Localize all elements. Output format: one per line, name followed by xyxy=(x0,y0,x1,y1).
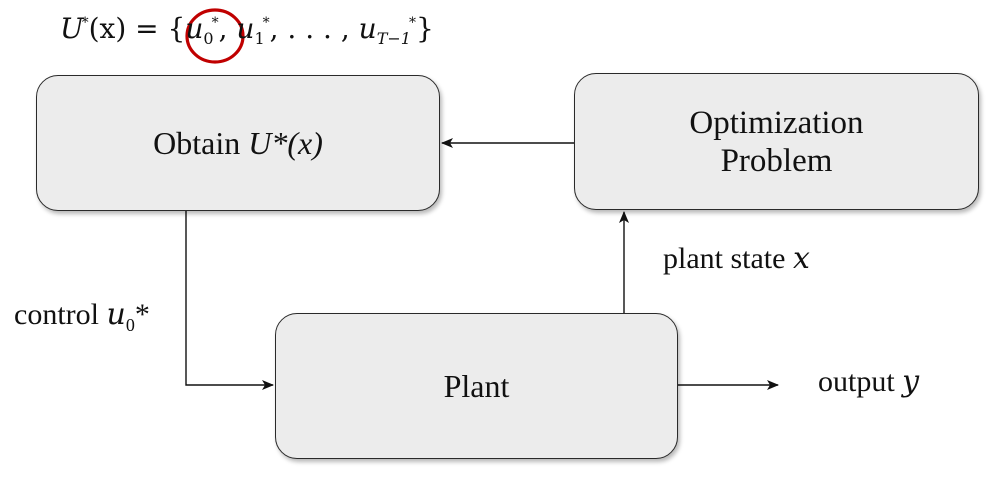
block-plant: Plant xyxy=(275,313,678,459)
block-optimization-line1: Optimization xyxy=(689,104,864,141)
block-obtain-label: Obtain U*(x) xyxy=(153,125,323,162)
label-control-sub: 0 xyxy=(125,315,135,335)
label-output-var: y xyxy=(902,364,920,399)
block-obtain-math: U*(x) xyxy=(248,124,323,161)
block-obtain-prefix: Obtain xyxy=(153,124,249,161)
formula-uT: u xyxy=(358,12,377,45)
label-plant-state: plant state x xyxy=(663,241,810,276)
formula-uT-sup: * xyxy=(408,15,416,31)
label-control-suffix: * xyxy=(134,298,150,331)
formula-uT-sub: T−1 xyxy=(376,29,411,48)
label-state-prefix: plant state xyxy=(663,242,793,275)
formula-u1-sub: 1 xyxy=(254,29,265,48)
formula-comma: , xyxy=(218,12,237,45)
formula-u0-sup: * xyxy=(211,15,219,31)
formula-lhs: U xyxy=(60,12,84,45)
formula-close-brace: } xyxy=(415,12,434,45)
label-control-var: u xyxy=(106,297,126,332)
formula-dots: , . . . , xyxy=(269,12,359,45)
label-state-var: x xyxy=(792,241,810,276)
formula-U-star: U*(x) = {u0*, u1*, . . . , uT−1*} xyxy=(60,12,434,48)
formula-u1: u xyxy=(236,12,255,45)
label-output-prefix: output xyxy=(818,365,903,398)
formula-u0-sub: 0 xyxy=(203,29,214,48)
formula-lhs-sup: * xyxy=(81,15,89,31)
block-optimization-problem: Optimization Problem xyxy=(574,73,979,210)
arrow-obtain-to-plant xyxy=(185,211,274,390)
highlight-circle xyxy=(185,8,245,64)
label-control-prefix: control xyxy=(14,298,107,331)
block-optimization-line2: Problem xyxy=(720,142,833,179)
block-obtain: Obtain U*(x) xyxy=(36,75,440,211)
formula-u1-sup: * xyxy=(262,15,270,31)
block-optimization-label: Optimization Problem xyxy=(689,104,863,180)
formula-u0: u xyxy=(185,12,204,45)
block-plant-label: Plant xyxy=(443,367,510,404)
label-output: output y xyxy=(818,364,919,399)
formula-open-brace: { xyxy=(167,12,186,45)
formula-lhs-arg: (x) = xyxy=(88,12,168,45)
label-control: control u0* xyxy=(14,297,150,336)
